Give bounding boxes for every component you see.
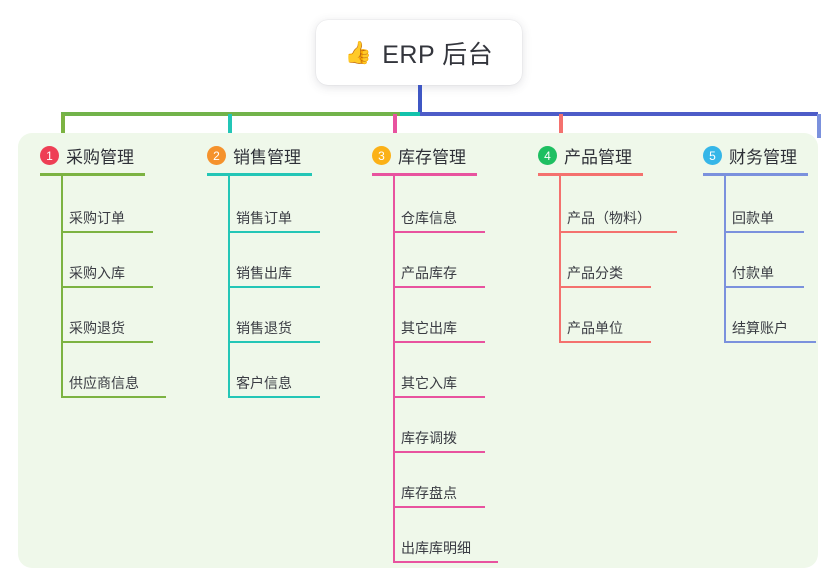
leaf-rule <box>393 451 485 453</box>
branch-title-3: 库存管理 <box>398 148 466 167</box>
branch-rule-2 <box>207 173 312 176</box>
branch-header-2[interactable]: 2 销售管理 <box>207 143 301 168</box>
branch-title-2: 销售管理 <box>233 148 301 167</box>
leaf-node[interactable]: 付款单 <box>724 258 804 288</box>
drop-connector-4 <box>559 114 563 138</box>
leaf-node[interactable]: 销售退货 <box>228 313 320 343</box>
leaf-node[interactable]: 产品分类 <box>559 258 651 288</box>
branch-badge-4: 4 <box>538 146 557 165</box>
leaf-rule <box>61 341 153 343</box>
branch-spine-5 <box>724 173 726 343</box>
leaf-rule <box>393 341 485 343</box>
branch-rule-4 <box>538 173 643 176</box>
leaf-rule <box>228 396 320 398</box>
branch-badge-5: 5 <box>703 146 722 165</box>
leaf-rule <box>559 341 651 343</box>
leaf-label: 产品分类 <box>567 265 623 281</box>
leaf-label: 产品（物料） <box>567 210 651 226</box>
leaf-rule <box>228 231 320 233</box>
branch-title-1: 采购管理 <box>66 148 134 167</box>
drop-connector-5 <box>817 114 821 138</box>
leaf-label: 付款单 <box>732 265 774 281</box>
leaf-label: 采购入库 <box>69 265 125 281</box>
leaf-node[interactable]: 出库库明细 <box>393 533 498 563</box>
leaf-rule <box>393 396 485 398</box>
branch-badge-3: 3 <box>372 146 391 165</box>
bus-blue <box>420 112 818 116</box>
leaf-node[interactable]: 库存盘点 <box>393 478 485 508</box>
leaf-rule <box>61 396 166 398</box>
leaf-label: 产品库存 <box>401 265 457 281</box>
thumbs-up-icon: 👍 <box>344 39 373 65</box>
leaf-rule <box>393 286 485 288</box>
branch-title-5: 财务管理 <box>729 148 797 167</box>
branch-spine-4 <box>559 173 561 343</box>
branch-header-3[interactable]: 3 库存管理 <box>372 143 466 168</box>
leaf-label: 采购订单 <box>69 210 125 226</box>
leaf-node[interactable]: 库存调拨 <box>393 423 485 453</box>
leaf-rule <box>61 286 153 288</box>
leaf-label: 销售出库 <box>236 265 292 281</box>
leaf-node[interactable]: 客户信息 <box>228 368 320 398</box>
leaf-label: 库存盘点 <box>401 485 457 501</box>
leaf-node[interactable]: 其它入库 <box>393 368 485 398</box>
leaf-rule <box>393 506 485 508</box>
leaf-label: 销售退货 <box>236 320 292 336</box>
leaf-node[interactable]: 产品单位 <box>559 313 651 343</box>
branch-title-4: 产品管理 <box>564 148 632 167</box>
branch-panel: 1 采购管理采购订单采购入库采购退货供应商信息 2 销售管理销售订单销售出库销售退货客… <box>18 133 818 568</box>
root-node-card[interactable]: 👍 ERP 后台 <box>316 20 522 85</box>
leaf-rule <box>724 231 804 233</box>
leaf-label: 其它入库 <box>401 375 457 391</box>
leaf-node[interactable]: 销售订单 <box>228 203 320 233</box>
leaf-label: 结算账户 <box>732 320 788 336</box>
leaf-rule <box>559 286 651 288</box>
leaf-node[interactable]: 其它出库 <box>393 313 485 343</box>
leaf-label: 产品单位 <box>567 320 623 336</box>
branch-badge-2: 2 <box>207 146 226 165</box>
branch-header-4[interactable]: 4 产品管理 <box>538 143 632 168</box>
leaf-rule <box>393 231 485 233</box>
branch-rule-3 <box>372 173 477 176</box>
leaf-node[interactable]: 产品库存 <box>393 258 485 288</box>
leaf-rule <box>228 341 320 343</box>
branch-spine-2 <box>228 173 230 398</box>
leaf-label: 供应商信息 <box>69 375 139 391</box>
leaf-label: 销售订单 <box>236 210 292 226</box>
leaf-rule <box>61 231 153 233</box>
leaf-label: 回款单 <box>732 210 774 226</box>
root-node-title: ERP 后台 <box>382 40 494 69</box>
leaf-node[interactable]: 产品（物料） <box>559 203 677 233</box>
drop-connector-3 <box>393 114 397 138</box>
leaf-label: 客户信息 <box>236 375 292 391</box>
branch-badge-1: 1 <box>40 146 59 165</box>
branch-spine-1 <box>61 173 63 398</box>
leaf-node[interactable]: 结算账户 <box>724 313 816 343</box>
leaf-rule <box>228 286 320 288</box>
leaf-rule <box>393 561 498 563</box>
branch-rule-1 <box>40 173 145 176</box>
leaf-node[interactable]: 采购订单 <box>61 203 153 233</box>
leaf-label: 其它出库 <box>401 320 457 336</box>
root-stem-connector <box>418 85 422 114</box>
leaf-node[interactable]: 回款单 <box>724 203 804 233</box>
leaf-label: 库存调拨 <box>401 430 457 446</box>
drop-connector-2 <box>228 114 232 138</box>
drop-connector-1 <box>61 114 65 138</box>
leaf-rule <box>724 286 804 288</box>
leaf-label: 出库库明细 <box>401 540 471 556</box>
branch-spine-3 <box>393 173 395 563</box>
leaf-label: 仓库信息 <box>401 210 457 226</box>
leaf-node[interactable]: 仓库信息 <box>393 203 485 233</box>
leaf-node[interactable]: 销售出库 <box>228 258 320 288</box>
leaf-node[interactable]: 采购入库 <box>61 258 153 288</box>
leaf-node[interactable]: 采购退货 <box>61 313 153 343</box>
leaf-label: 采购退货 <box>69 320 125 336</box>
branch-rule-5 <box>703 173 808 176</box>
leaf-node[interactable]: 供应商信息 <box>61 368 166 398</box>
leaf-rule <box>724 341 816 343</box>
branch-header-5[interactable]: 5 财务管理 <box>703 143 797 168</box>
branch-header-1[interactable]: 1 采购管理 <box>40 143 134 168</box>
leaf-rule <box>559 231 677 233</box>
